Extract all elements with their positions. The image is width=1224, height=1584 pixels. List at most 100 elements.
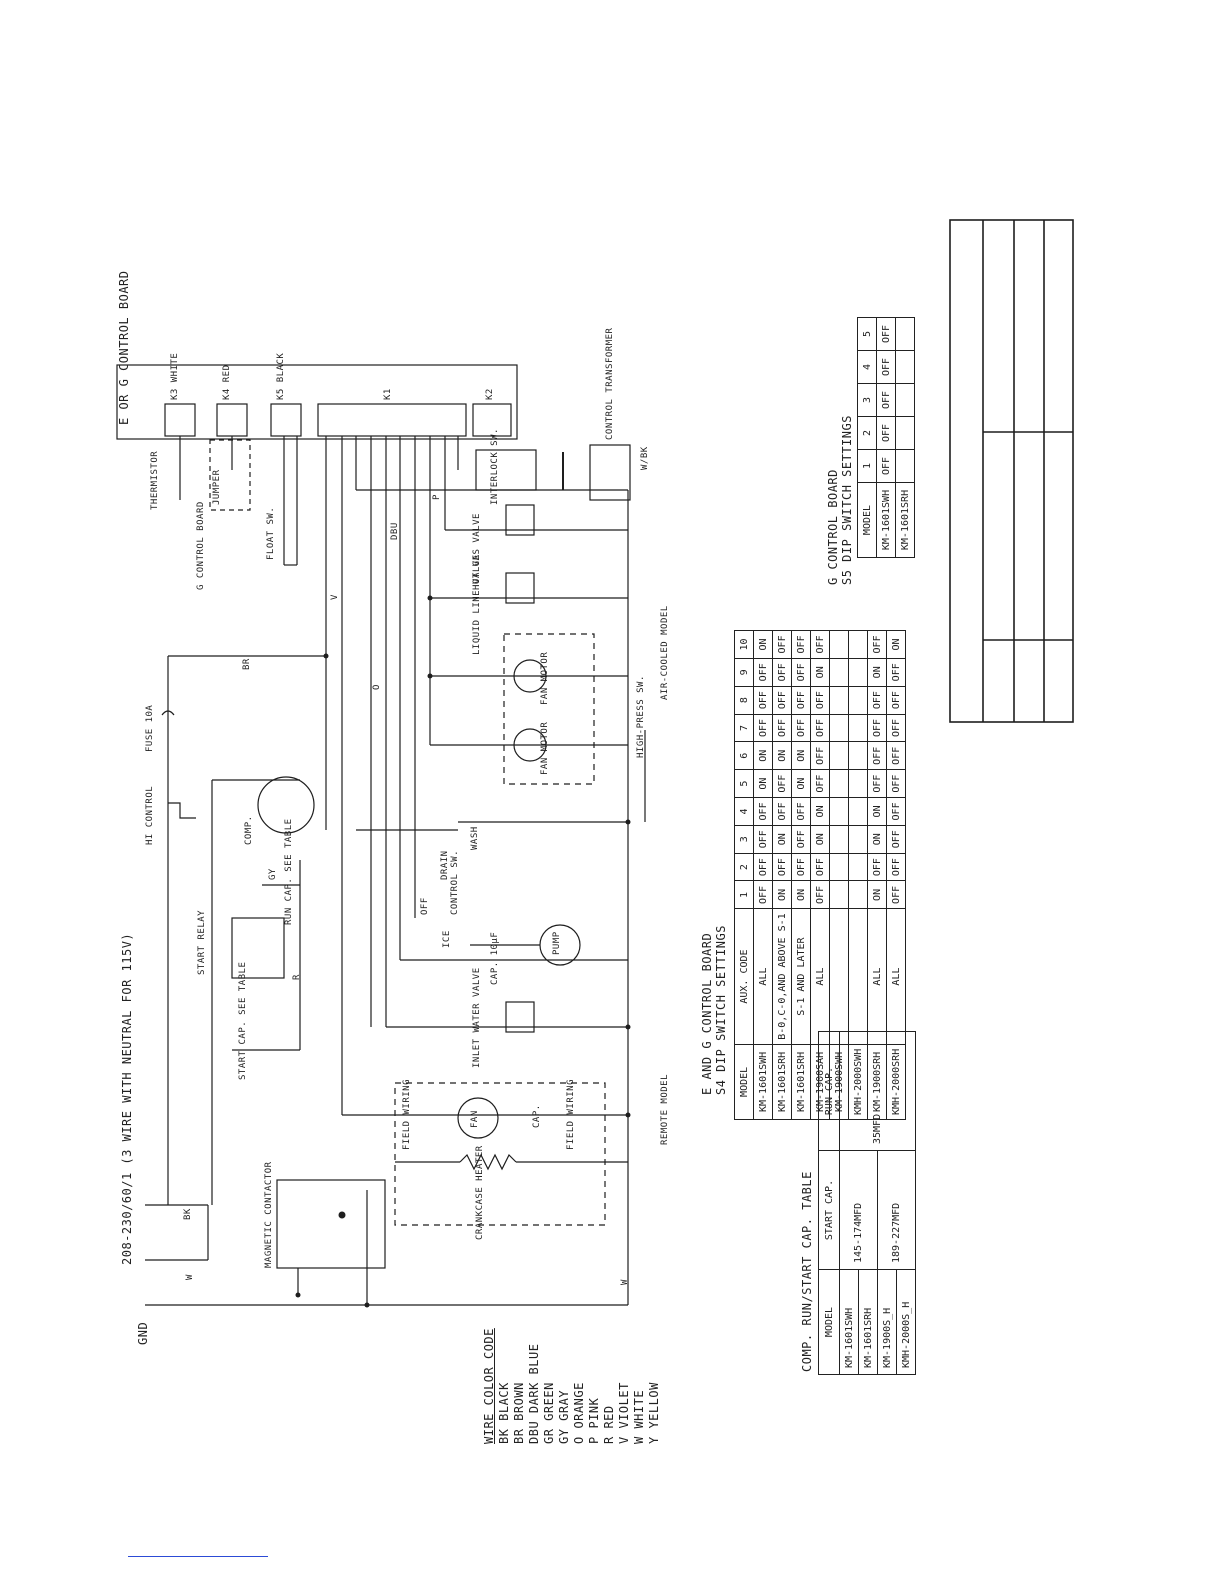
- s4_table-cell: OFF: [753, 853, 773, 881]
- s4_table-cell: ON: [791, 741, 811, 770]
- gnd-label: GND: [136, 1321, 150, 1345]
- wire-code-br: BR: [242, 658, 252, 670]
- s4_table-cell: [848, 658, 868, 687]
- s4_table-cell: ON: [753, 769, 773, 798]
- s4_table-cell: ALL: [810, 908, 830, 1045]
- control-transformer-label: CONTROL TRANSFORMER: [605, 327, 615, 440]
- s4_table-cell: [848, 686, 868, 715]
- s4_table-cell: ON: [810, 825, 830, 854]
- s4_table-cell: ALL: [886, 908, 906, 1045]
- jumper-label: JUMPER: [212, 469, 222, 505]
- fuse-label: FUSE 10A: [145, 704, 155, 752]
- s4_table-cell: [829, 853, 849, 881]
- s4_table-cell: OFF: [886, 741, 906, 770]
- s4_table-cell: OFF: [867, 714, 887, 742]
- legend-item: GR GREEN: [542, 1382, 556, 1444]
- cap-cell: 145-174MFD: [839, 1150, 878, 1270]
- k3-label: K3 WHITE: [170, 352, 180, 400]
- k4-label: K4 RED: [222, 364, 232, 400]
- wire-code-v: V: [330, 594, 340, 600]
- footer-link-underline[interactable]: [128, 1556, 268, 1557]
- s5_table-cell: OFF: [876, 449, 896, 483]
- s4_table-cell: ON: [867, 797, 887, 826]
- s5_table-header: 2: [857, 416, 877, 450]
- s5-table-title: G CONTROL BOARD: [826, 469, 840, 585]
- s4_table-cell: OFF: [886, 881, 906, 909]
- thermistor-label: THERMISTOR: [150, 450, 160, 510]
- s4_table-cell: OFF: [867, 630, 887, 659]
- s4_table-cell: ON: [753, 630, 773, 659]
- start-relay: [231, 917, 285, 979]
- wire-code-dbu: DBU: [390, 522, 400, 540]
- supply-label: 208-230/60/1 (3 WIRE WITH NEUTRAL FOR 11…: [120, 932, 134, 1265]
- s4_table-cell: OFF: [791, 825, 811, 854]
- s4_table-header: AUX. CODE: [734, 908, 754, 1045]
- s5_table-cell: [895, 317, 915, 351]
- cap-cell: KM-1601SRH: [858, 1269, 878, 1375]
- legend-item: W WHITE: [632, 1389, 646, 1444]
- legend-item: V VIOLET: [617, 1382, 631, 1444]
- s5_table-header: MODEL: [857, 482, 877, 558]
- fan-motor-1-label: FAN MOTOR: [540, 651, 550, 705]
- magnetic-contactor-label: MAGNETIC CONTACTOR: [264, 1161, 274, 1268]
- wire-code-r: R: [292, 974, 302, 980]
- legend-item: BK BLACK: [497, 1382, 511, 1444]
- liquid-line-valve-symbol: [505, 572, 535, 604]
- s4_table-header: 8: [734, 686, 754, 715]
- fan-motor-2-label: FAN MOTOR: [540, 721, 550, 775]
- s4_table-cell: KM-1601SRH: [772, 1044, 792, 1120]
- air-cooled-model-label: AIR-COOLED MODEL: [660, 605, 670, 700]
- remote-model-box: [394, 1082, 606, 1226]
- off-position-label: OFF: [420, 897, 430, 915]
- s4-table-subtitle: S4 DIP SWITCH SETTINGS: [714, 925, 728, 1095]
- s5_table-cell: [895, 416, 915, 450]
- compressor-symbol: [257, 776, 315, 834]
- s4_table-cell: OFF: [791, 686, 811, 715]
- start-relay-label: START RELAY: [197, 909, 207, 975]
- s4_table-header: 9: [734, 658, 754, 687]
- s4_table-cell: OFF: [772, 769, 792, 798]
- s4_table-cell: KM-1900SAH: [810, 1044, 830, 1120]
- s4_table-header: 6: [734, 741, 754, 770]
- s4_table-cell: [829, 658, 849, 687]
- pump-cap-label: CAP. 10μF: [490, 931, 500, 985]
- table-row: KM-1601SRH: [895, 317, 915, 558]
- s4_table-header: 10: [734, 630, 754, 659]
- s4_table-cell: KMH-2000SWH: [848, 1044, 868, 1120]
- s4_table-cell: OFF: [810, 630, 830, 659]
- legend-title: WIRE COLOR CODE: [482, 1328, 496, 1444]
- s4_table-cell: OFF: [791, 797, 811, 826]
- wire-code-w-bus: W: [620, 1279, 630, 1285]
- hi-control-label: HI CONTROL: [145, 785, 155, 845]
- wire-code-wbk: W/BK: [640, 446, 650, 470]
- cap-col-start: START CAP.: [818, 1150, 840, 1270]
- s4_table-cell: OFF: [886, 658, 906, 687]
- legend-item: GY GRAY: [557, 1389, 571, 1444]
- s4_table-cell: OFF: [810, 881, 830, 909]
- s4_table-cell: ON: [772, 825, 792, 854]
- s4_table-cell: [829, 630, 849, 659]
- wire-code-p: P: [432, 494, 442, 500]
- remote-model-label: REMOTE MODEL: [660, 1073, 670, 1145]
- hot-gas-valve-symbol: [505, 504, 535, 536]
- s4_table-cell: B-0,C-0,AND ABOVE S-1: [772, 908, 792, 1045]
- s4_table-cell: OFF: [886, 797, 906, 826]
- float-switch-label: FLOAT SW.: [266, 506, 276, 560]
- s4_table-cell: ON: [810, 797, 830, 826]
- s4_table-cell: ON: [886, 630, 906, 659]
- legend-item: P PINK: [587, 1397, 601, 1444]
- s4_table-cell: ON: [753, 741, 773, 770]
- s4_table-header: 4: [734, 797, 754, 826]
- s4_table-cell: OFF: [886, 853, 906, 881]
- s4_table-cell: [848, 714, 868, 742]
- s5_table-cell: [895, 449, 915, 483]
- s4_table-cell: OFF: [772, 686, 792, 715]
- legend-item: R RED: [602, 1405, 616, 1444]
- magnetic-contactor-box: [276, 1179, 386, 1269]
- legend-item: O ORANGE: [572, 1382, 586, 1444]
- wire-code-o: O: [372, 684, 382, 690]
- control-switch-label: CONTROL SW.: [450, 849, 460, 915]
